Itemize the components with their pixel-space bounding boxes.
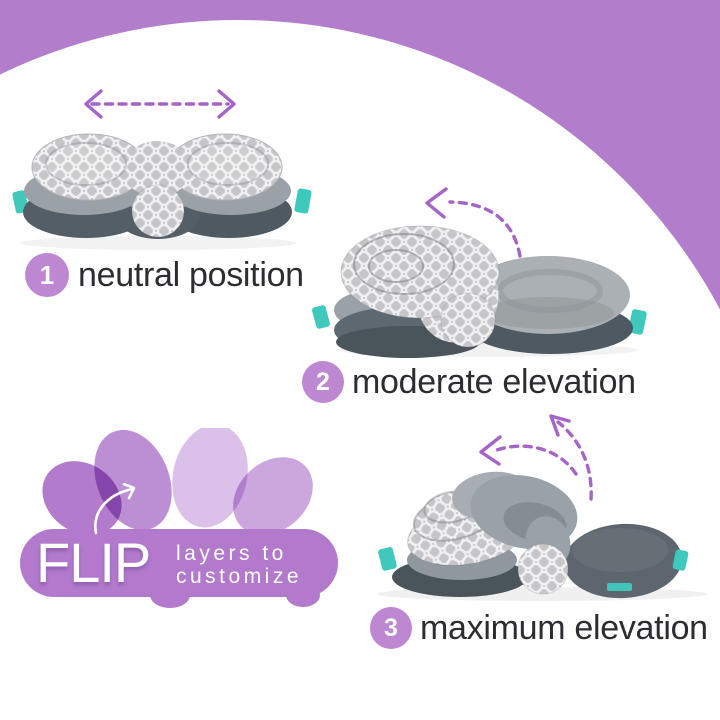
flip-subtext-line2: customize: [176, 565, 303, 588]
curl-arrow-icon: [94, 483, 136, 535]
flip-subtext: layers to customize: [176, 542, 302, 588]
teal-tag: [672, 549, 689, 571]
step-badge-2: 2: [302, 361, 344, 403]
step-badge-3: 3: [370, 607, 412, 649]
flip-banner-bump: [286, 583, 320, 607]
step-number: 3: [384, 613, 398, 642]
step-badge-1: 1: [25, 253, 69, 297]
step-label-moderate: moderate elevation: [352, 363, 636, 401]
pillow-neutral-illustration: [12, 133, 312, 250]
teal-tag: [294, 188, 312, 214]
flip-subtext-line1: layers to: [176, 542, 287, 565]
flat-pillow: [564, 523, 682, 599]
teal-label: [607, 583, 632, 591]
flip-headline: FLIP: [36, 531, 151, 594]
step-number: 1: [39, 259, 55, 290]
pillow-moderate-illustration: [312, 225, 647, 358]
step-label-neutral: neutral position: [78, 256, 304, 294]
pillow-maximum-illustration: [377, 471, 707, 601]
flower-petals-icon: [42, 428, 313, 535]
step-number: 2: [316, 367, 330, 396]
step-label-maximum: maximum elevation: [420, 609, 708, 647]
teal-tag: [378, 547, 397, 571]
teal-tag: [312, 305, 330, 329]
flip-banner-bump: [150, 582, 190, 608]
